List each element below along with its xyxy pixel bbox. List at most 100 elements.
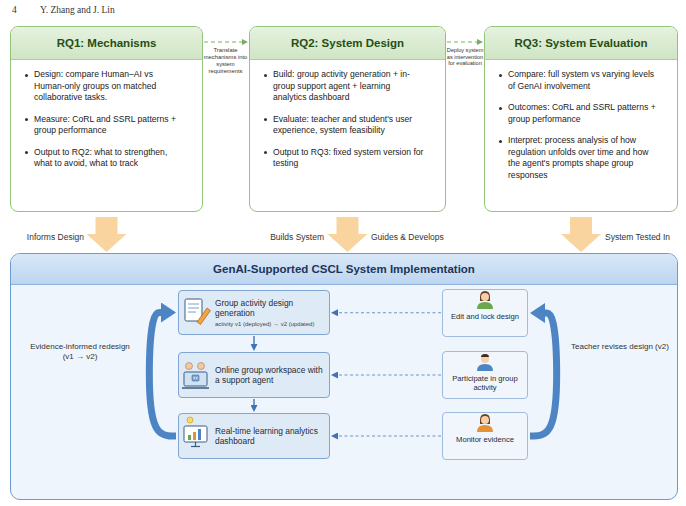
dashed-arrow bbox=[338, 312, 441, 313]
teacher-avatar bbox=[477, 414, 493, 432]
system-step-box: Online group workspace with a support ag… bbox=[178, 352, 330, 398]
bullet-text: Compare: full system vs varying levels o… bbox=[508, 69, 657, 92]
block-arrow bbox=[570, 217, 592, 234]
monitor-stand bbox=[191, 446, 200, 447]
avatar-body bbox=[477, 425, 493, 432]
bullet-dot bbox=[499, 107, 502, 110]
teacher-avatar bbox=[477, 291, 493, 309]
bullet-item: Compare: full system vs varying levels o… bbox=[499, 69, 657, 92]
box-heading: RQ2: System Design bbox=[250, 27, 445, 60]
robot-eye bbox=[196, 377, 198, 379]
page-header: 4 bbox=[12, 5, 32, 16]
bullet-item: Output to RQ3: fixed system version for … bbox=[264, 147, 425, 170]
teacher-role-box: Edit and lock design bbox=[442, 289, 528, 337]
box-heading: RQ3: System Evaluation bbox=[485, 27, 677, 60]
edge-label: System Tested In bbox=[605, 232, 680, 242]
bullet-text: Interpret: process analysis of how regul… bbox=[508, 135, 657, 181]
box-label: Edit and lock design bbox=[444, 312, 526, 321]
page-header: Y. Zhang and J. Lin bbox=[40, 5, 200, 16]
avatar-head bbox=[481, 416, 489, 424]
research-question-box: RQ1: MechanismsDesign: compare Human–AI … bbox=[10, 26, 203, 212]
panel-heading: GenAI-Supported CSCL System Implementati… bbox=[11, 254, 677, 285]
bullet-text: Design: compare Human–AI vs Human-only g… bbox=[34, 69, 182, 104]
bullet-item: Evaluate: teacher and student's user exp… bbox=[264, 114, 425, 137]
chart-bar bbox=[188, 435, 191, 440]
dashboard-icon bbox=[184, 417, 207, 447]
avatar-head bbox=[481, 355, 489, 363]
bullet-dot bbox=[499, 74, 502, 77]
document-line bbox=[188, 312, 196, 313]
bullet-dot bbox=[25, 118, 28, 121]
bullet-list: Compare: full system vs varying levels o… bbox=[485, 60, 677, 181]
laptop-base bbox=[182, 387, 209, 389]
arrow-label: Guides & Develops bbox=[371, 232, 466, 242]
box-heading: RQ1: Mechanisms bbox=[11, 27, 202, 60]
monitor-screen bbox=[184, 426, 207, 442]
system-step-box: Group activity design generation activity… bbox=[178, 290, 330, 335]
edge-label: Translate mechanisms into system require… bbox=[203, 47, 248, 75]
avatar-hair bbox=[480, 414, 490, 424]
chart-bar bbox=[198, 429, 201, 440]
edge-label: Informs Design bbox=[4, 232, 84, 242]
group-workspace-icon bbox=[182, 363, 209, 389]
bullet-dot bbox=[25, 151, 28, 154]
bullet-text: Output to RQ2: what to strengthen, what … bbox=[34, 147, 182, 170]
bullet-dot bbox=[264, 74, 267, 77]
box-label: Participate in group activity bbox=[444, 374, 526, 392]
bullet-item: Output to RQ2: what to strengthen, what … bbox=[25, 147, 182, 170]
robot-eye bbox=[194, 377, 196, 379]
edge-label: Deploy system as intervention for evalua… bbox=[446, 47, 484, 67]
avatar-body bbox=[477, 302, 493, 309]
bullet-dot bbox=[264, 151, 267, 154]
bullet-text: Output to RQ3: fixed system version for … bbox=[273, 147, 425, 170]
edge-label: Builds System bbox=[246, 232, 324, 242]
document-line bbox=[188, 308, 199, 309]
monitor-stand bbox=[195, 442, 196, 446]
bullet-list: Build: group activity generation + in-gr… bbox=[250, 60, 445, 170]
avatar-hair bbox=[480, 291, 490, 301]
connector-group bbox=[107, 42, 582, 436]
document-pencil-icon bbox=[185, 299, 211, 325]
robot-head bbox=[192, 375, 199, 381]
dashed-arrow bbox=[338, 374, 441, 375]
avatar-body bbox=[477, 364, 493, 371]
box-label: Group activity design generation bbox=[215, 298, 325, 318]
bullet-item: Design: compare Human–AI vs Human-only g… bbox=[25, 69, 182, 104]
block-arrow bbox=[96, 217, 118, 234]
research-question-box: RQ3: System EvaluationCompare: full syst… bbox=[484, 26, 678, 212]
box-label: Real-time learning analytics dashboard bbox=[215, 426, 325, 446]
box-label: Online group workspace with a support ag… bbox=[215, 365, 325, 385]
system-panel: GenAI-Supported CSCL System Implementati… bbox=[10, 253, 678, 500]
bullet-item: Build: group activity generation + in-gr… bbox=[264, 69, 425, 104]
laptop-screen bbox=[184, 372, 207, 386]
flow-arrow bbox=[253, 336, 254, 344]
person-head bbox=[186, 363, 193, 370]
lightbulb bbox=[187, 417, 193, 423]
chart-bar bbox=[193, 432, 196, 440]
bullet-dot bbox=[25, 74, 28, 77]
person-head bbox=[198, 363, 205, 370]
document-line bbox=[188, 304, 199, 305]
student-avatar bbox=[477, 354, 493, 371]
bullet-text: Build: group activity generation + in-gr… bbox=[273, 69, 425, 104]
student-role-box: Participate in group activity bbox=[442, 351, 528, 399]
dashed-arrow bbox=[338, 435, 441, 436]
research-question-box: RQ2: System DesignBuild: group activity … bbox=[249, 26, 446, 212]
bullet-item: Outcomes: CoRL and SSRL patterns + group… bbox=[499, 102, 657, 125]
bullet-text: Measure: CoRL and SSRL patterns + group … bbox=[34, 114, 182, 137]
box-sublabel: activity v1 (deployed) → v2 (updated) bbox=[215, 320, 325, 328]
dashed-arrow bbox=[447, 41, 477, 42]
avatar-hair bbox=[481, 354, 489, 357]
feedback-loop-arrow bbox=[530, 313, 557, 436]
bullet-text: Outcomes: CoRL and SSRL patterns + group… bbox=[508, 102, 657, 125]
pencil-shape bbox=[197, 308, 211, 325]
bullet-item: Interpret: process analysis of how regul… bbox=[499, 135, 657, 181]
system-step-box: Real-time learning analytics dashboard bbox=[178, 413, 330, 459]
bullet-dot bbox=[264, 118, 267, 121]
dashed-arrow bbox=[204, 41, 242, 42]
teacher-role-box: Monitor evidence bbox=[442, 412, 528, 460]
box-label: Monitor evidence bbox=[444, 435, 526, 444]
avatar-head bbox=[481, 293, 489, 301]
document-sheet bbox=[185, 299, 202, 321]
